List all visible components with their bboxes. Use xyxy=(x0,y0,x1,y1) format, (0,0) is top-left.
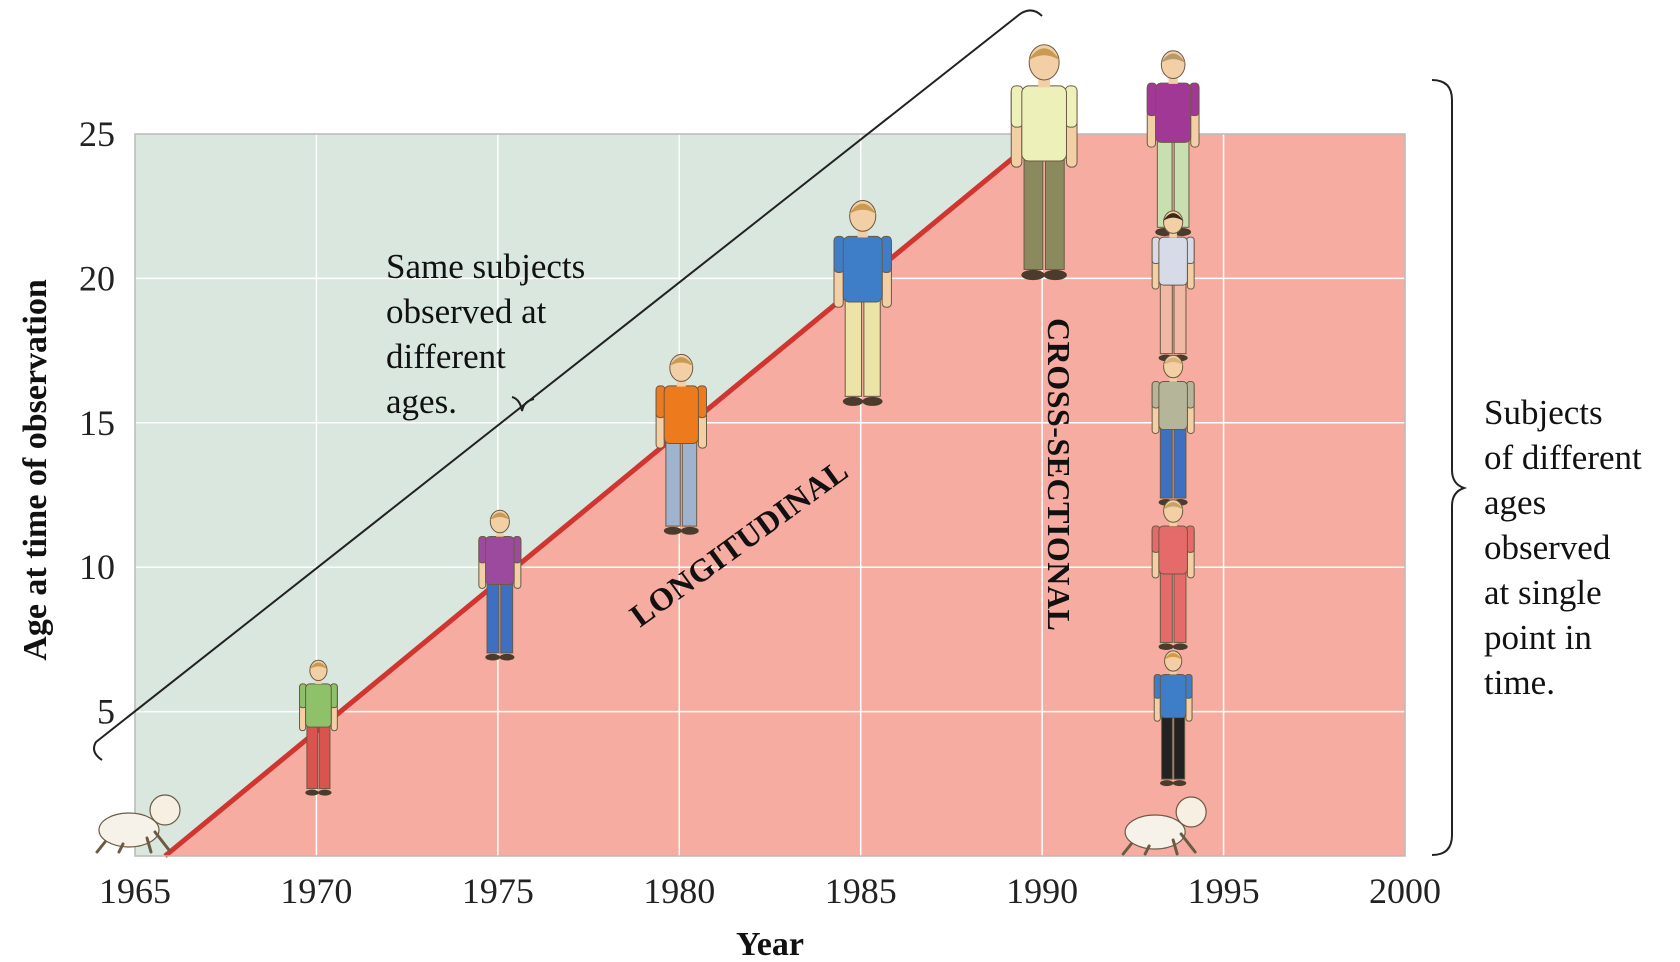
different-subjects-note: Subjects of different ages observed at s… xyxy=(1484,393,1651,702)
baby-crawling-icon xyxy=(95,794,181,854)
child-person-icon xyxy=(299,659,338,796)
different-subjects-line: of different xyxy=(1484,438,1642,477)
child-person-icon xyxy=(478,509,522,661)
x-axis-title: Year xyxy=(736,926,804,962)
x-tick-label: 1985 xyxy=(825,871,897,911)
same-subjects-line: different xyxy=(386,337,506,376)
x-tick-label: 1995 xyxy=(1188,871,1260,911)
plot-frame xyxy=(134,133,1406,857)
teen-person-icon xyxy=(655,353,707,535)
young-adult-person-icon xyxy=(833,200,892,406)
y-tick-label: 25 xyxy=(79,114,115,154)
x-tick-label: 1990 xyxy=(1006,871,1078,911)
y-axis-title: Age at time of observation xyxy=(17,279,54,661)
same-subjects-bracket xyxy=(93,9,1043,761)
x-tick-label: 1965 xyxy=(99,871,171,911)
same-subjects-line: Same subjects xyxy=(386,247,585,286)
lower-region xyxy=(165,134,1405,856)
y-tick-label: 5 xyxy=(97,692,115,732)
y-tick-label: 20 xyxy=(79,258,115,298)
different-subjects-line: ages xyxy=(1484,483,1546,522)
upper-region xyxy=(135,134,1405,856)
different-subjects-line: Subjects xyxy=(1484,393,1603,432)
x-tick-label: 1970 xyxy=(280,871,352,911)
subject-figures xyxy=(95,44,1207,856)
child-person-icon xyxy=(1151,499,1195,650)
y-tick-label: 10 xyxy=(79,547,115,587)
x-tick-label: 1980 xyxy=(643,871,715,911)
different-subjects-line: time. xyxy=(1484,663,1555,702)
same-subjects-line: observed at xyxy=(386,292,547,331)
x-axis-ticks: 1965 1970 1975 1980 1985 1990 1995 2000 xyxy=(99,871,1441,911)
different-subjects-line: at single xyxy=(1484,573,1602,612)
same-subjects-line: ages. xyxy=(386,382,457,421)
adult-man-icon xyxy=(1010,44,1078,281)
x-tick-label: 2000 xyxy=(1369,871,1441,911)
baby-crawling-icon xyxy=(1121,796,1207,856)
teen-person-icon xyxy=(1151,354,1195,506)
cross-sectional-label: CROSS-SECTIONAL xyxy=(1041,318,1077,631)
different-subjects-bracket xyxy=(1431,79,1468,856)
different-subjects-line: point in xyxy=(1484,618,1592,657)
same-subjects-note: Same subjects observed at different ages… xyxy=(386,247,594,421)
x-tick-label: 1975 xyxy=(462,871,534,911)
child-person-icon xyxy=(1153,650,1193,787)
same-subjects-bracket-tip xyxy=(511,396,535,412)
different-subjects-line: observed xyxy=(1484,528,1611,567)
y-axis-ticks: 5 10 15 20 25 xyxy=(79,114,115,732)
grid-lines xyxy=(135,134,1405,856)
young-adult-person-icon xyxy=(1151,210,1195,362)
y-tick-label: 15 xyxy=(79,403,115,443)
adult-woman-icon xyxy=(1146,50,1200,237)
plot-area xyxy=(134,132,1406,858)
